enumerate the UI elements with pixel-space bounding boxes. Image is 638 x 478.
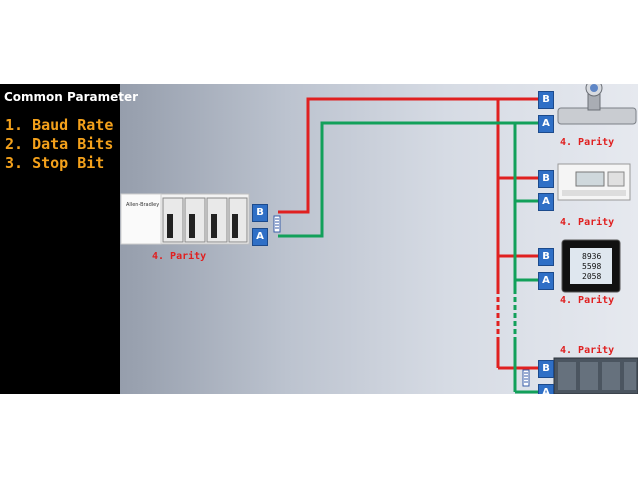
termination-resistor-icon (273, 215, 281, 233)
power-analyzer-icon: 8936 5598 2058 (561, 239, 621, 293)
slave3-terminal-b: B (538, 248, 554, 266)
slave4-terminal-b: B (538, 360, 554, 378)
slave4-terminal-a: A (538, 384, 554, 394)
plc-terminal-b: B (252, 204, 268, 222)
io-rack-icon (553, 357, 638, 394)
analyzer-readout-1: 8936 (582, 252, 601, 261)
param-baud-rate: 1. Baud Rate (5, 116, 114, 134)
a-line-main (278, 121, 538, 238)
slave1-terminal-a: A (538, 115, 554, 133)
plc-controller-icon (120, 193, 250, 245)
slave3-parity-label: 4. Parity (560, 295, 615, 306)
panel-title: Common Parameter (4, 90, 139, 104)
flow-meter-icon (557, 84, 637, 125)
termination-resistor-icon (522, 369, 530, 387)
energy-meter-icon (557, 163, 631, 201)
plc-parity-label: 4. Parity (152, 251, 207, 262)
slave1-terminal-b: B (538, 91, 554, 109)
param-data-bits: 2. Data Bits (5, 135, 114, 153)
slave2-terminal-b: B (538, 170, 554, 188)
diagram-frame: Allen-Bradley 8936 5598 2058 (0, 84, 638, 394)
b-line-main (278, 97, 538, 214)
parameter-panel: Common Parameter 1. Baud Rate 2. Data Bi… (0, 84, 138, 394)
slave2-parity-label: 4. Parity (560, 217, 615, 228)
slave1-parity-label: 4. Parity (560, 137, 615, 148)
slave3-terminal-a: A (538, 272, 554, 290)
param-stop-bit: 3. Stop Bit (5, 154, 105, 172)
bus-wiring: Allen-Bradley 8936 5598 2058 (120, 84, 638, 394)
analyzer-readout-3: 2058 (582, 272, 601, 281)
slave4-parity-label: 4. Parity (560, 345, 615, 356)
slave2-terminal-a: A (538, 193, 554, 211)
plc-brand-logo: Allen-Bradley (126, 202, 159, 208)
analyzer-readout-2: 5598 (582, 262, 601, 271)
plc-terminal-a: A (252, 228, 268, 246)
